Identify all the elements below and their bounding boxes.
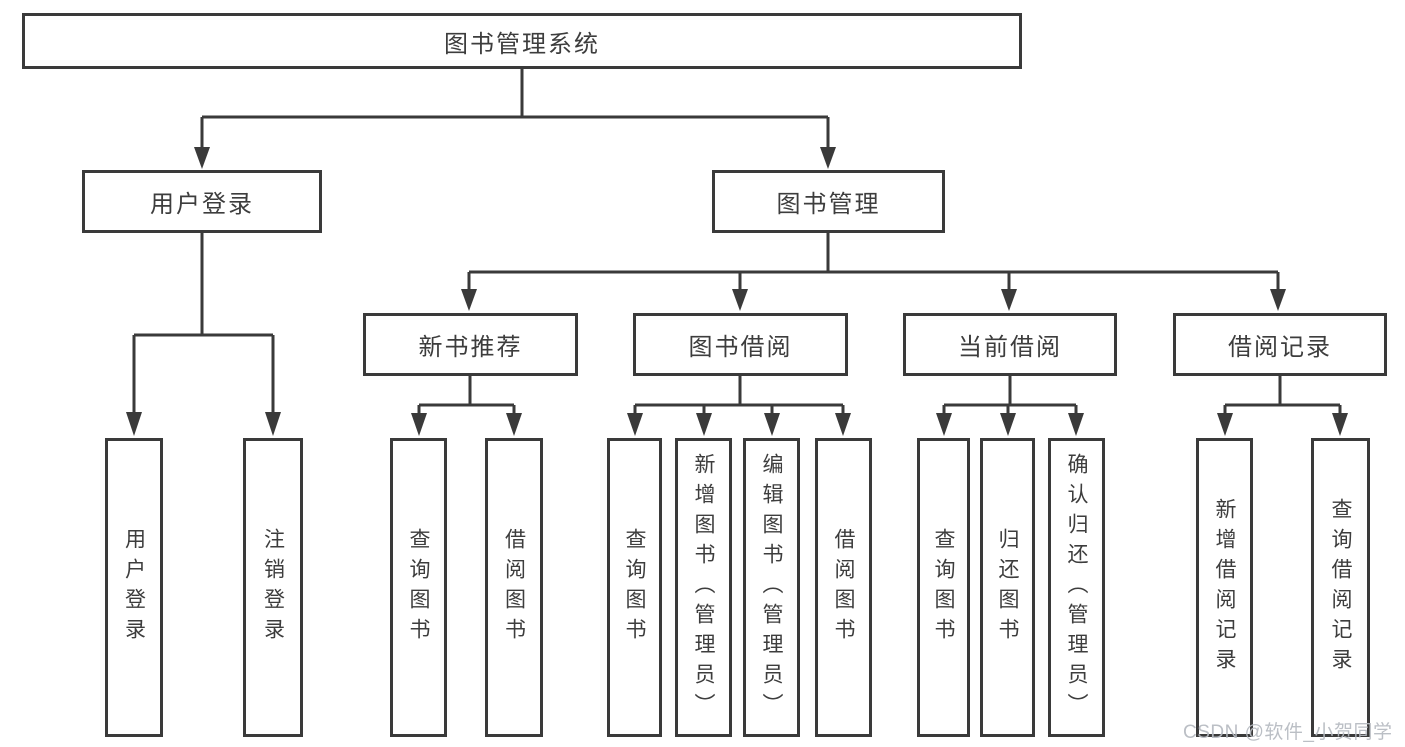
csdn-watermark: CSDN @软件_小贺同学 xyxy=(1183,722,1393,743)
leaf-query-books-current-label: 查询图书 xyxy=(932,527,955,648)
node-book-management: 图书管理 xyxy=(712,170,945,233)
leaf-borrow-books-recommend-label: 借阅图书 xyxy=(502,527,526,648)
leaf-add-books-admin-label: 新增图书（管理员） xyxy=(692,452,715,723)
node-new-book-recommendation: 新书推荐 xyxy=(363,313,578,376)
leaf-query-books-borrow-label: 查询图书 xyxy=(623,527,646,648)
leaf-user-login: 用户登录 xyxy=(105,438,163,737)
leaf-edit-books-admin: 编辑图书（管理员） xyxy=(743,438,800,737)
leaf-query-books-recommend-label: 查询图书 xyxy=(407,527,430,648)
leaf-borrow-books-label: 借阅图书 xyxy=(832,527,855,648)
leaf-return-books: 归还图书 xyxy=(980,438,1035,737)
leaf-logout: 注销登录 xyxy=(243,438,303,737)
node-borrowing-records: 借阅记录 xyxy=(1173,313,1387,376)
node-book-borrowing: 图书借阅 xyxy=(633,313,848,376)
node-library-management-system: 图书管理系统 xyxy=(22,13,1022,69)
leaf-query-borrow-record: 查询借阅记录 xyxy=(1311,438,1370,737)
leaf-user-login-label: 用户登录 xyxy=(122,527,146,648)
leaf-borrow-books: 借阅图书 xyxy=(815,438,872,737)
leaf-query-books-borrow: 查询图书 xyxy=(607,438,662,737)
leaf-confirm-return-admin: 确认归还（管理员） xyxy=(1048,438,1105,737)
leaf-borrow-books-recommend: 借阅图书 xyxy=(485,438,543,737)
leaf-return-books-label: 归还图书 xyxy=(996,527,1019,648)
leaf-add-borrow-record-label: 新增借阅记录 xyxy=(1213,497,1236,678)
leaf-query-borrow-record-label: 查询借阅记录 xyxy=(1329,497,1352,678)
leaf-edit-books-admin-label: 编辑图书（管理员） xyxy=(760,452,783,723)
leaf-query-books-current: 查询图书 xyxy=(917,438,970,737)
leaf-add-borrow-record: 新增借阅记录 xyxy=(1196,438,1253,737)
leaf-confirm-return-admin-label: 确认归还（管理员） xyxy=(1065,452,1088,723)
leaf-add-books-admin: 新增图书（管理员） xyxy=(675,438,732,737)
node-current-borrowing: 当前借阅 xyxy=(903,313,1117,376)
node-user-login: 用户登录 xyxy=(82,170,322,233)
leaf-query-books-recommend: 查询图书 xyxy=(390,438,447,737)
leaf-logout-label: 注销登录 xyxy=(261,527,285,648)
